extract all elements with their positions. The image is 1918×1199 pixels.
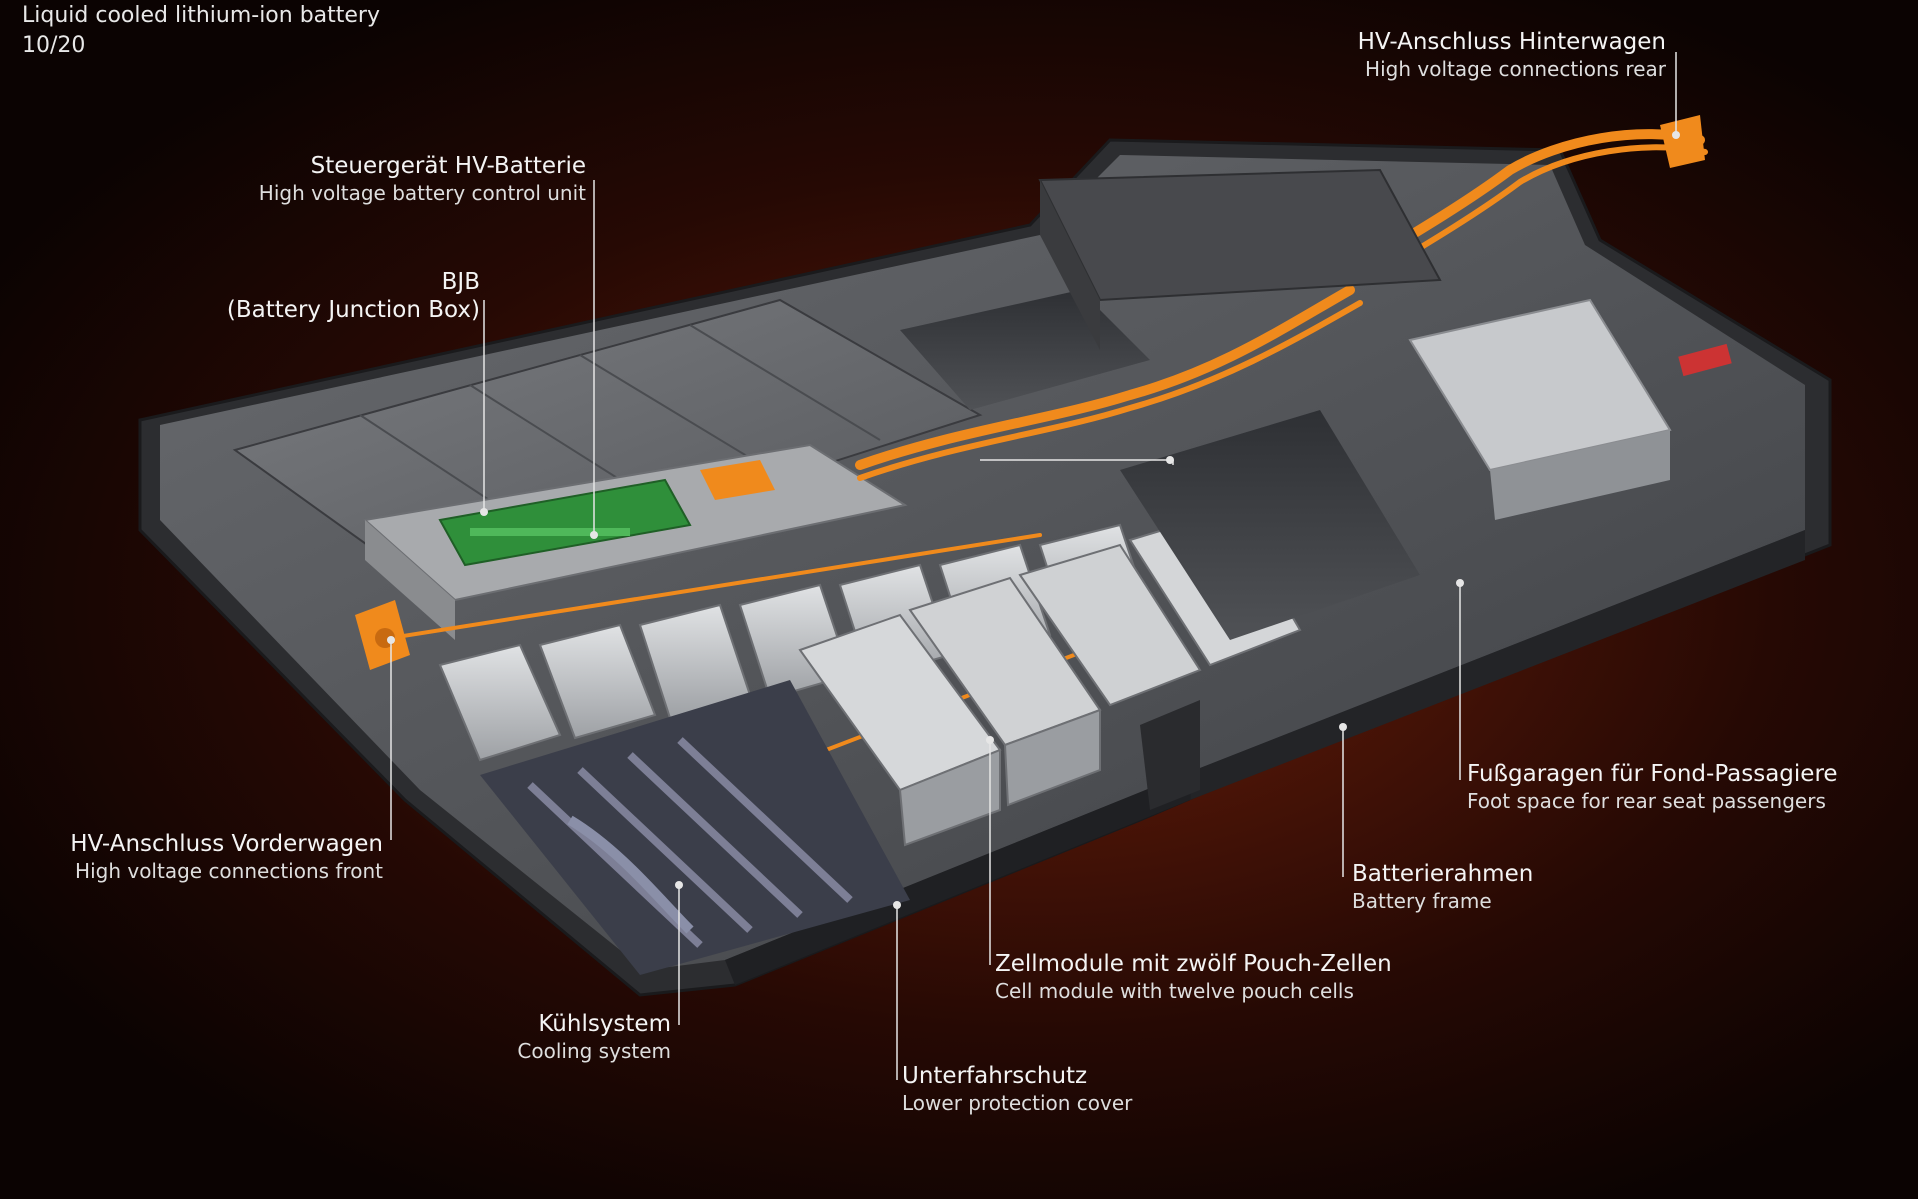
label-cover-en: Lower protection cover [902,1091,1133,1115]
label-cell-module-de: Zellmodule mit zwölf Pouch-Zellen [995,951,1392,977]
label-cover-de: Unterfahrschutz [902,1063,1088,1089]
label-foot-space-en: Foot space for rear seat passengers [1467,789,1826,813]
label-control-unit-de: Steuergerät HV-Batterie [310,153,586,179]
label-hv-front-en: High voltage connections front [75,859,383,883]
label-foot-space-de: Fußgaragen für Fond-Passagiere [1467,761,1838,787]
label-hv-front: HV-Anschluss Vorderwagen High voltage co… [70,830,383,884]
label-cover: Unterfahrschutz Lower protection cover [902,1062,1132,1116]
label-bjb-de: BJB [441,269,480,295]
label-control-unit-en: High voltage battery control unit [258,181,586,205]
label-hv-rear-de: HV-Anschluss Hinterwagen [1357,29,1666,55]
label-foot-space: Fußgaragen für Fond-Passagiere Foot spac… [1467,760,1838,814]
junction-box-shape [362,443,908,640]
page-counter: 10/20 [22,33,86,58]
label-frame-en: Battery frame [1352,889,1492,913]
rear-connector-shape [1660,115,1705,168]
label-cooling-de: Kühlsystem [538,1011,671,1037]
label-bjb: BJB (Battery Junction Box) [227,268,480,324]
label-frame-de: Batterierahmen [1352,861,1534,887]
rear-raised-section-shape [1038,168,1732,520]
label-hv-front-de: HV-Anschluss Vorderwagen [70,831,383,857]
leader-lines [387,52,1680,1080]
label-bjb-en: (Battery Junction Box) [226,297,480,323]
label-cell-module-en: Cell module with twelve pouch cells [995,979,1354,1003]
label-control-unit: Steuergerät HV-Batterie High voltage bat… [259,152,586,206]
cooling-plates-shape [480,680,910,975]
label-hv-rear-en: High voltage connections rear [1365,57,1666,81]
slide-title: Liquid cooled lithium-ion battery [22,3,380,28]
label-cell-module: Zellmodule mit zwölf Pouch-Zellen Cell m… [995,950,1392,1004]
label-cooling-en: Cooling system [517,1039,671,1063]
label-hv-rear: HV-Anschluss Hinterwagen High voltage co… [1358,28,1666,82]
label-frame: Batterierahmen Battery frame [1352,860,1533,914]
label-cooling: Kühlsystem Cooling system [517,1010,671,1064]
